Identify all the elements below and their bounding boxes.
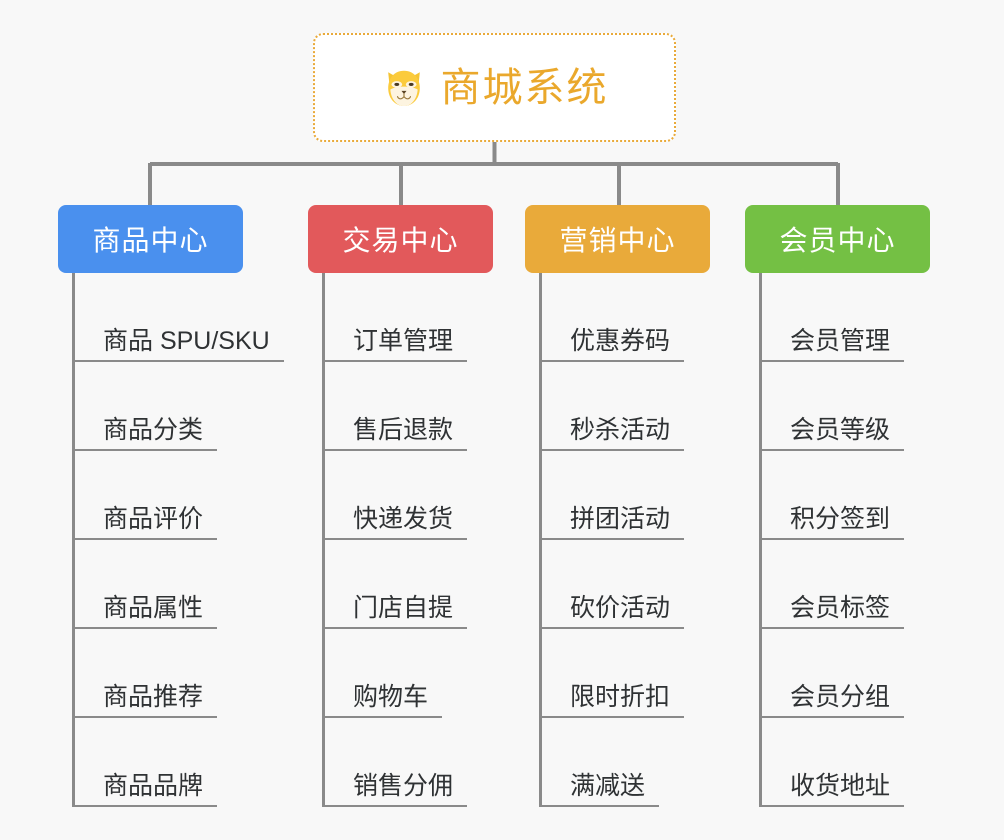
leaf-label: 商品评价 — [75, 506, 218, 540]
list-item[interactable]: 会员标签 — [762, 540, 930, 629]
list-item[interactable]: 商品推荐 — [75, 629, 284, 718]
leaf-label: 售后退款 — [325, 417, 468, 451]
leaf-label: 会员等级 — [762, 417, 905, 451]
leaf-label: 商品属性 — [75, 595, 218, 629]
leaf-label: 满减送 — [542, 773, 660, 807]
leaf-label: 优惠券码 — [542, 328, 685, 362]
list-item[interactable]: 收货地址 — [762, 718, 930, 807]
list-item[interactable]: 商品分类 — [75, 362, 284, 451]
leaf-label: 会员管理 — [762, 328, 905, 362]
branch-head-marketing[interactable]: 营销中心 — [525, 205, 710, 273]
leaf-label: 订单管理 — [325, 328, 468, 362]
leaf-list-marketing: 优惠券码 秒杀活动 拼团活动 砍价活动 限时折扣 满减送 — [539, 273, 710, 807]
list-item[interactable]: 限时折扣 — [542, 629, 710, 718]
list-item[interactable]: 积分签到 — [762, 451, 930, 540]
leaf-label: 秒杀活动 — [542, 417, 685, 451]
list-item[interactable]: 售后退款 — [325, 362, 493, 451]
list-item[interactable]: 销售分佣 — [325, 718, 493, 807]
leaf-list-product: 商品 SPU/SKU 商品分类 商品评价 商品属性 商品推荐 商品品牌 — [72, 273, 284, 807]
branch-head-member[interactable]: 会员中心 — [745, 205, 930, 273]
list-item[interactable]: 秒杀活动 — [542, 362, 710, 451]
list-item[interactable]: 优惠券码 — [542, 273, 710, 362]
list-item[interactable]: 订单管理 — [325, 273, 493, 362]
list-item[interactable]: 满减送 — [542, 718, 710, 807]
leaf-label: 商品 SPU/SKU — [75, 328, 284, 362]
list-item[interactable]: 快递发货 — [325, 451, 493, 540]
branch-column-product: 商品中心 商品 SPU/SKU 商品分类 商品评价 商品属性 商品推荐 商品品牌 — [58, 205, 284, 807]
branch-column-marketing: 营销中心 优惠券码 秒杀活动 拼团活动 砍价活动 限时折扣 满减送 — [525, 205, 710, 807]
branch-column-member: 会员中心 会员管理 会员等级 积分签到 会员标签 会员分组 收货地址 — [745, 205, 930, 807]
list-item[interactable]: 购物车 — [325, 629, 493, 718]
leaf-label: 快递发货 — [325, 506, 468, 540]
leaf-list-trade: 订单管理 售后退款 快递发货 门店自提 购物车 销售分佣 — [322, 273, 493, 807]
list-item[interactable]: 会员分组 — [762, 629, 930, 718]
list-item[interactable]: 商品 SPU/SKU — [75, 273, 284, 362]
branch-head-trade[interactable]: 交易中心 — [308, 205, 493, 273]
leaf-label: 积分签到 — [762, 506, 905, 540]
leaf-label: 商品分类 — [75, 417, 218, 451]
leaf-label: 收货地址 — [762, 773, 905, 807]
branch-head-product[interactable]: 商品中心 — [58, 205, 243, 273]
leaf-label: 限时折扣 — [542, 684, 685, 718]
root-node[interactable]: 商城系统 — [313, 33, 676, 142]
leaf-list-member: 会员管理 会员等级 积分签到 会员标签 会员分组 收货地址 — [759, 273, 930, 807]
leaf-label: 购物车 — [325, 684, 443, 718]
root-title: 商城系统 — [440, 65, 609, 110]
list-item[interactable]: 砍价活动 — [542, 540, 710, 629]
leaf-label: 销售分佣 — [325, 773, 468, 807]
branch-column-trade: 交易中心 订单管理 售后退款 快递发货 门店自提 购物车 销售分佣 — [308, 205, 493, 807]
leaf-label: 砍价活动 — [542, 595, 685, 629]
leaf-label: 商品品牌 — [75, 773, 218, 807]
shiba-dog-icon — [387, 70, 420, 106]
leaf-label: 门店自提 — [325, 595, 468, 629]
list-item[interactable]: 商品品牌 — [75, 718, 284, 807]
list-item[interactable]: 商品评价 — [75, 451, 284, 540]
list-item[interactable]: 拼团活动 — [542, 451, 710, 540]
list-item[interactable]: 门店自提 — [325, 540, 493, 629]
leaf-label: 会员标签 — [762, 595, 905, 629]
leaf-label: 拼团活动 — [542, 506, 685, 540]
leaf-label: 商品推荐 — [75, 684, 218, 718]
list-item[interactable]: 商品属性 — [75, 540, 284, 629]
leaf-label: 会员分组 — [762, 684, 905, 718]
list-item[interactable]: 会员等级 — [762, 362, 930, 451]
list-item[interactable]: 会员管理 — [762, 273, 930, 362]
